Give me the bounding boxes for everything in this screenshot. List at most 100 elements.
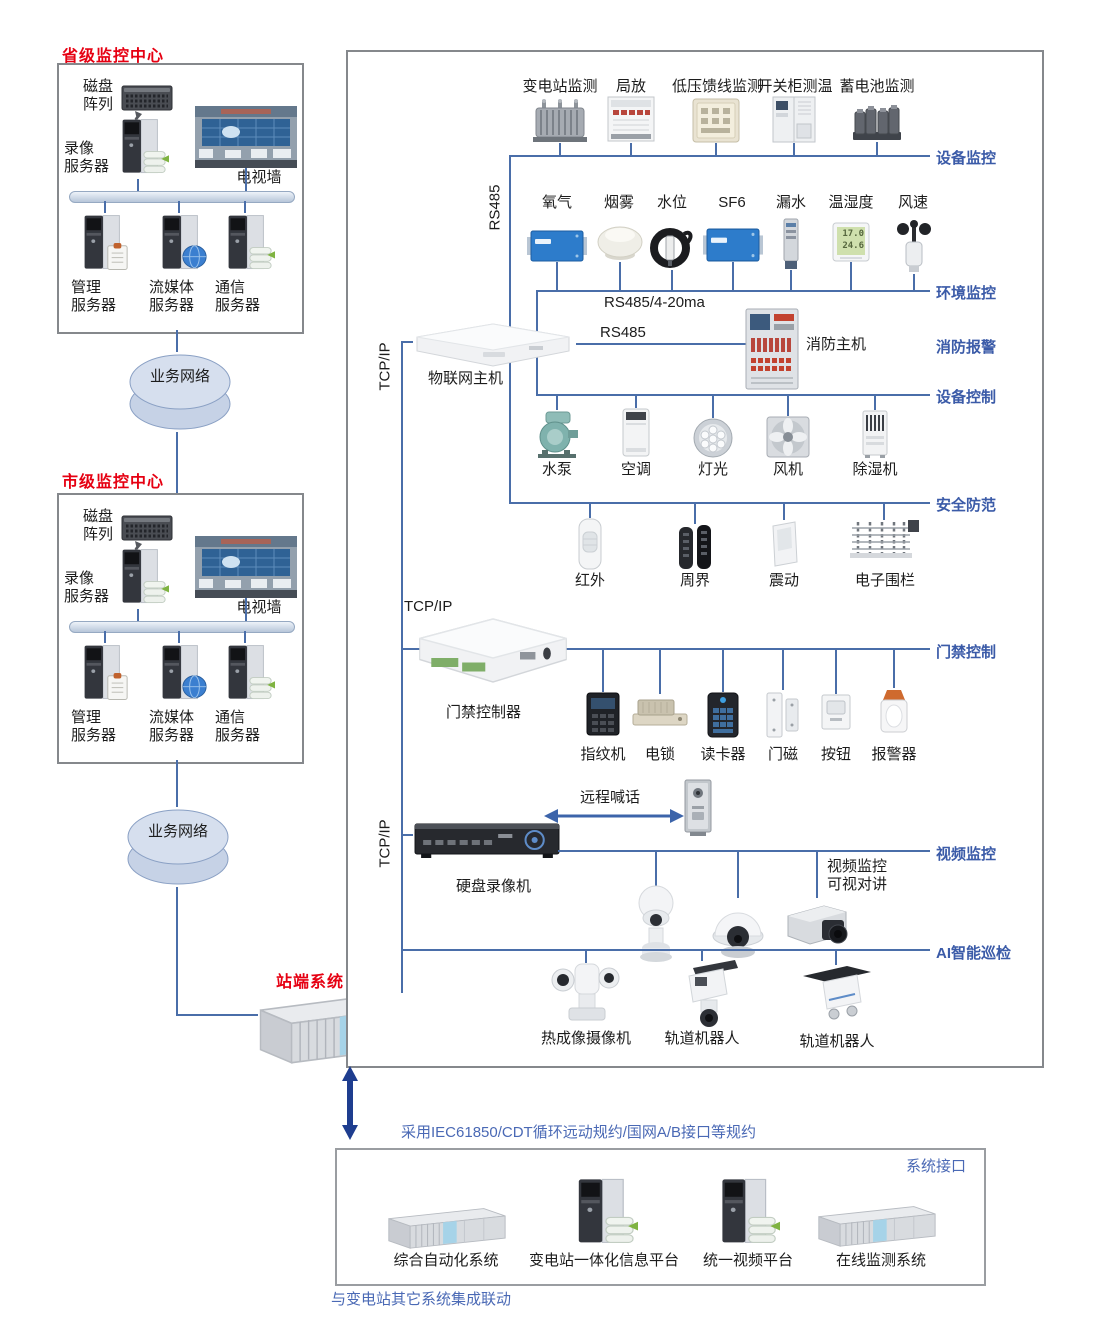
drop-line xyxy=(835,951,837,965)
device-label: 电锁 xyxy=(644,746,675,763)
device-label: 指纹机 xyxy=(580,746,626,763)
device-label: 灯光 xyxy=(697,461,728,478)
device-label: 蓄电池监测 xyxy=(839,78,915,95)
section-ai-patrol: AI智能巡检 xyxy=(936,945,1012,962)
alarm-siren-icon xyxy=(878,688,910,736)
drop-line xyxy=(556,262,558,290)
drop-line xyxy=(850,262,852,290)
iot-host-label: 物联网主机 xyxy=(428,370,504,387)
connector-line xyxy=(104,631,106,643)
section-video-monitor: 视频监控 xyxy=(936,846,997,863)
system-interface-title: 系统接口 xyxy=(906,1158,967,1175)
trunk-line xyxy=(176,432,178,493)
drop-line xyxy=(883,504,885,520)
device-label: SF6 xyxy=(718,194,746,211)
bus-video xyxy=(558,850,930,852)
device-label: 低压馈线监测 xyxy=(671,78,762,95)
fire-protocol-label: RS485 xyxy=(600,324,646,341)
drop-line xyxy=(787,396,789,416)
tcpip-video-label: TCP/IP xyxy=(376,819,394,868)
rs485-vertical-label: RS485 xyxy=(486,184,504,231)
vibration-detector-icon xyxy=(769,520,799,568)
transformer-monitor-icon xyxy=(532,98,588,143)
fan-icon xyxy=(766,416,810,458)
partial-discharge-icon xyxy=(607,96,655,143)
device-label: 风速 xyxy=(897,194,928,211)
device-label: 读卡器 xyxy=(700,746,746,763)
media-server-label: 流媒体 服务器 xyxy=(149,709,195,744)
tv-wall-icon xyxy=(195,106,297,168)
lcd-humidity-value: 24.6 xyxy=(842,241,864,251)
city-center-title: 市级监控中心 xyxy=(62,474,165,491)
device-label: 按钮 xyxy=(820,746,851,763)
section-fire-alarm: 消防报警 xyxy=(936,339,997,356)
video-intercom-note: 视频监控 可视对讲 xyxy=(827,858,888,893)
connector-line xyxy=(245,168,247,191)
drop-line xyxy=(630,143,632,155)
drop-line xyxy=(793,143,795,155)
trunk-line xyxy=(176,760,178,807)
box-camera-icon xyxy=(782,896,852,954)
connector-line xyxy=(178,201,180,213)
disk-array-icon xyxy=(121,515,173,541)
intercom-icon xyxy=(683,778,713,838)
tv-wall-label: 电视墙 xyxy=(236,599,282,616)
bus-security xyxy=(509,502,930,504)
media-server-icon xyxy=(151,641,209,705)
sf6-sensor-icon xyxy=(702,228,764,262)
drop-line xyxy=(701,951,703,961)
bus-ai-patrol xyxy=(401,949,930,951)
device-label: 水位 xyxy=(656,194,687,211)
iot-host-icon xyxy=(409,322,577,370)
double-arrow-icon xyxy=(544,808,684,824)
tcpip-trunk-line xyxy=(401,342,403,993)
system-label: 综合自动化系统 xyxy=(393,1252,499,1269)
video-platform-icon xyxy=(708,1174,780,1250)
dome-camera-icon xyxy=(711,896,765,962)
thermal-camera-icon xyxy=(551,962,621,1030)
trunk-line xyxy=(176,330,178,352)
media-server-label: 流媒体 服务器 xyxy=(149,279,195,314)
device-label: 报警器 xyxy=(871,746,917,763)
drop-line xyxy=(816,852,818,898)
record-server-label: 录像 服务器 xyxy=(64,570,110,605)
air-conditioner-icon xyxy=(622,408,650,458)
device-label: 除湿机 xyxy=(852,461,898,478)
bus-env-monitor xyxy=(536,290,930,292)
connector-line xyxy=(137,179,139,191)
bus-access-control xyxy=(401,648,930,650)
disk-array-icon xyxy=(121,85,173,111)
device-label: 电子围栏 xyxy=(854,572,915,589)
connector-line xyxy=(245,598,247,621)
device-label: 氧气 xyxy=(541,194,572,211)
fire-host-label: 消防主机 xyxy=(806,336,867,353)
drop-line xyxy=(876,142,878,155)
fingerprint-reader-icon xyxy=(586,692,620,736)
device-label: 热成像摄像机 xyxy=(540,1030,631,1047)
device-label: 开关柜测温 xyxy=(757,78,833,95)
access-controller-label: 门禁控制器 xyxy=(446,704,522,721)
drop-line xyxy=(715,143,717,155)
drop-line xyxy=(790,270,792,290)
env-protocol-label: RS485/4-20ma xyxy=(604,294,705,311)
temp-humidity-sensor-icon xyxy=(832,222,870,262)
system-label: 统一视频平台 xyxy=(702,1252,793,1269)
vertical-double-arrow-icon xyxy=(341,1066,359,1140)
drop-line xyxy=(655,852,657,886)
station-side-box xyxy=(346,50,1044,1068)
drop-line xyxy=(737,852,739,898)
device-label: 红外 xyxy=(574,572,605,589)
drop-line xyxy=(556,396,558,410)
connector-line xyxy=(244,201,246,213)
drop-line xyxy=(619,262,621,290)
device-label: 温湿度 xyxy=(828,194,874,211)
drop-line xyxy=(835,650,837,694)
record-server-icon xyxy=(111,115,169,179)
media-server-icon xyxy=(151,211,209,275)
door-contact-icon xyxy=(763,690,803,740)
connector-line xyxy=(244,631,246,643)
section-access-control: 门禁控制 xyxy=(936,644,997,661)
section-device-control: 设备控制 xyxy=(936,389,997,406)
connector-line xyxy=(178,631,180,643)
info-platform-icon xyxy=(564,1174,638,1250)
